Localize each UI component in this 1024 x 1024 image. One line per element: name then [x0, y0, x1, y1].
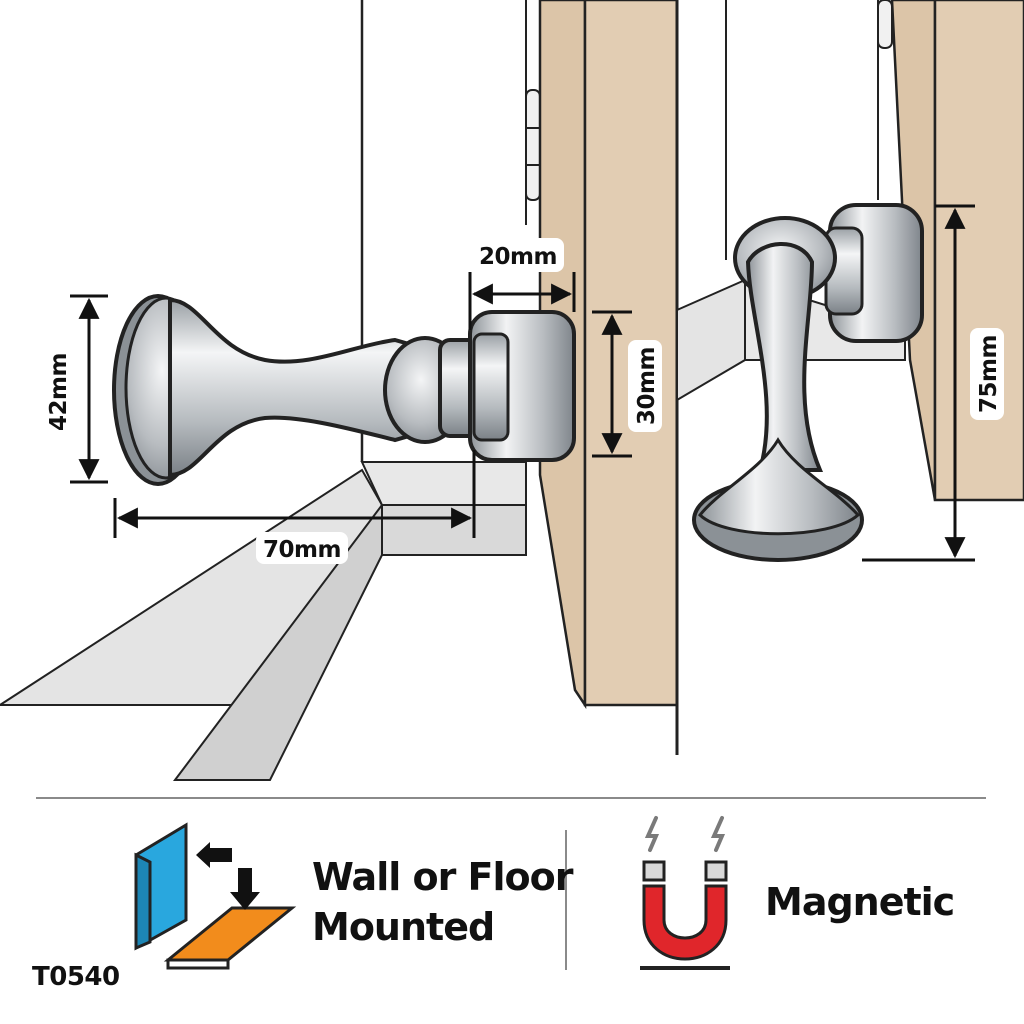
floor-stopper-stem: [745, 242, 824, 472]
dimension-30mm: 30mm: [592, 310, 662, 458]
left-scene: 42mm 70mm 20mm 30mm: [0, 0, 679, 781]
feature-mount-line2: Mounted: [312, 905, 494, 949]
dimension-20mm: 20mm: [468, 238, 576, 330]
right-scene: 75mm: [675, 0, 1024, 755]
wall-floor-mount-icon: [134, 822, 297, 970]
dimension-70mm: 70mm: [113, 450, 476, 564]
hinge: [525, 89, 541, 201]
magnet-icon: [640, 816, 730, 970]
product-code: T0540: [32, 962, 120, 992]
feature-mount-line1: Wall or Floor: [312, 855, 574, 899]
dim-70mm-label: 70mm: [263, 537, 341, 563]
dimension-42mm: 42mm: [46, 294, 108, 484]
dim-75mm-label: 75mm: [976, 335, 1002, 413]
dim-20mm-label: 20mm: [479, 244, 557, 270]
dim-30mm-label: 30mm: [634, 347, 660, 425]
feature-magnetic: Magnetic: [765, 880, 954, 924]
dimension-75mm: 75mm: [862, 204, 1004, 562]
dim-42mm-label: 42mm: [46, 353, 72, 431]
